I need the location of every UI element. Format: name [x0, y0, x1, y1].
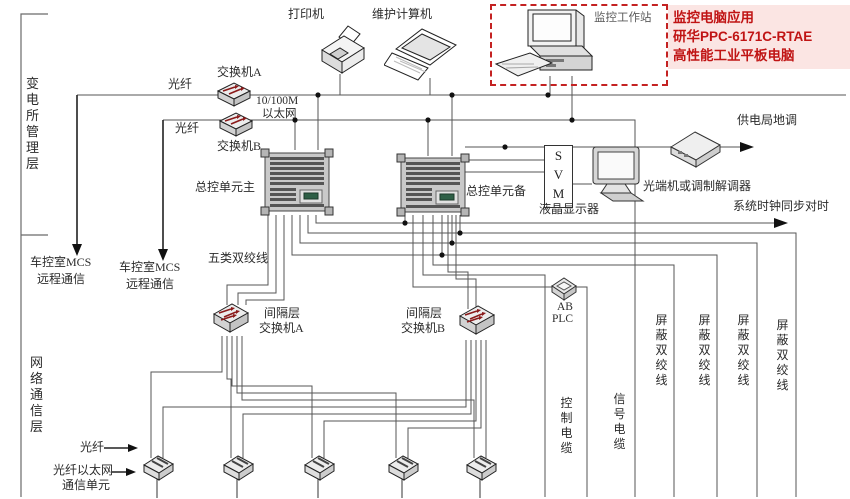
mcs-drops	[76, 95, 164, 249]
svm-letter: V	[553, 167, 564, 182]
fiber-module-icon	[143, 455, 174, 481]
backup-unit-label: 总控单元备	[466, 184, 527, 198]
modem-label: 光端机或调制解调器	[643, 179, 752, 193]
bay-b-uplinks	[447, 215, 477, 309]
clock-arrow	[774, 218, 788, 228]
fiber-module-icon	[223, 455, 254, 481]
clock-sync-label: 系统时钟同步对时	[733, 199, 830, 213]
master-unit-label: 总控单元主	[195, 180, 256, 194]
shielded-run-3	[299, 215, 758, 497]
bay-switch-a-icon	[212, 303, 250, 333]
bottom-pointer-lines	[104, 447, 128, 473]
fiber-module-icon	[388, 455, 419, 481]
shielded-tp-label: 屏蔽双绞线	[737, 313, 750, 387]
control-cable-label: 控制电缆	[560, 396, 573, 455]
shielded-run-4	[307, 215, 797, 497]
mcs1-label-1: 车控室MCS	[30, 255, 92, 269]
bay-a-uplinks	[226, 215, 285, 305]
workstation-icon	[494, 9, 594, 77]
switch-b-icon	[218, 112, 254, 137]
lcd-monitor-icon	[592, 146, 645, 202]
mcs2-label-2: 远程通信	[126, 277, 175, 291]
module-down-stems	[156, 478, 481, 498]
lcd-label: 液晶显示器	[539, 202, 600, 216]
clock-link	[315, 215, 774, 224]
bay-a-fan	[150, 336, 475, 458]
bay-b-label-1: 间隔层	[406, 306, 443, 320]
plc-label-2: PLC	[552, 313, 574, 325]
signal-cable-label: 信号电缆	[613, 392, 626, 451]
layer-label-network: 网络通信层	[29, 355, 43, 434]
fiber-module-icon	[304, 455, 335, 481]
layer-bracket	[20, 13, 48, 497]
mcs1-label-2: 远程通信	[37, 272, 86, 286]
workstation-highlight-box	[490, 4, 668, 86]
annotation-line: 研华PPC-6171C-RTAE	[673, 29, 813, 44]
fiber-bottom-label: 光纤	[80, 440, 105, 454]
svm-links	[465, 159, 592, 185]
mcs-arrow-2	[158, 249, 168, 261]
bay-a-label-1: 间隔层	[264, 306, 301, 320]
maintenance-pc-label: 维护计算机	[372, 7, 433, 21]
fiber-module-icon	[466, 455, 497, 481]
annotation-line: 高性能工业平板电脑	[673, 48, 795, 63]
cat5-label: 五类双绞线	[208, 251, 269, 265]
switch-a-icon	[216, 82, 252, 107]
annotation-line: 监控电脑应用	[673, 10, 754, 25]
modem-icon	[670, 131, 721, 168]
printer-icon	[321, 25, 365, 74]
bay-a-label-2: 交换机A	[259, 321, 304, 335]
svm-box: S V M	[544, 145, 573, 208]
master-unit-icon	[260, 148, 334, 216]
dispatch-arrow	[740, 142, 754, 152]
fiber-eth-label-1: 光纤以太网	[53, 463, 114, 477]
fiber-eth-arrow	[126, 468, 136, 476]
printer-label: 打印机	[288, 7, 325, 21]
mcs-arrow-1	[72, 244, 82, 256]
workstation-label: 监控工作站	[594, 12, 652, 24]
control-cable-run	[422, 215, 546, 497]
junction-dots	[292, 92, 575, 258]
dispatch-label: 供电局地调	[737, 113, 798, 127]
fiber-arrow	[128, 444, 138, 452]
fiber-eth-label-2: 通信单元	[62, 478, 111, 492]
bay-b-label-2: 交换机B	[401, 321, 446, 335]
unit-top-stems	[294, 95, 453, 156]
bay-switch-b-icon	[458, 305, 496, 335]
fiber-b-label: 光纤	[175, 121, 200, 135]
plc-icon	[551, 277, 577, 301]
svm-letter: S	[554, 148, 563, 163]
switch-a-label: 交换机A	[217, 65, 262, 79]
signal-cable-run	[412, 215, 588, 497]
bus-b	[163, 119, 636, 497]
backup-unit-icon	[396, 153, 470, 217]
ethernet-label-1: 10/100M	[256, 95, 299, 107]
shielded-run-2	[291, 215, 718, 497]
svm-letter: M	[552, 186, 565, 201]
switch-b-label: 交换机B	[217, 139, 262, 153]
bay-b-fan	[162, 340, 487, 458]
top-device-stems	[339, 74, 573, 120]
shielded-tp-label: 屏蔽双绞线	[776, 318, 789, 392]
shielded-run-1	[432, 215, 675, 497]
plc-label-1: AB	[557, 301, 573, 313]
shielded-tp-label: 屏蔽双绞线	[698, 313, 711, 387]
layer-label-management: 变电所管理层	[25, 76, 39, 171]
ethernet-label-2: 以太网	[262, 108, 297, 120]
shielded-tp-label: 屏蔽双绞线	[655, 313, 668, 387]
mcs2-label-1: 车控室MCS	[119, 260, 181, 274]
backup-junction-stems	[404, 215, 461, 255]
fiber-a-label: 光纤	[168, 77, 193, 91]
laptop-icon	[384, 28, 457, 81]
annotation-note: 监控电脑应用 研华PPC-6171C-RTAE 高性能工业平板电脑	[668, 5, 850, 69]
